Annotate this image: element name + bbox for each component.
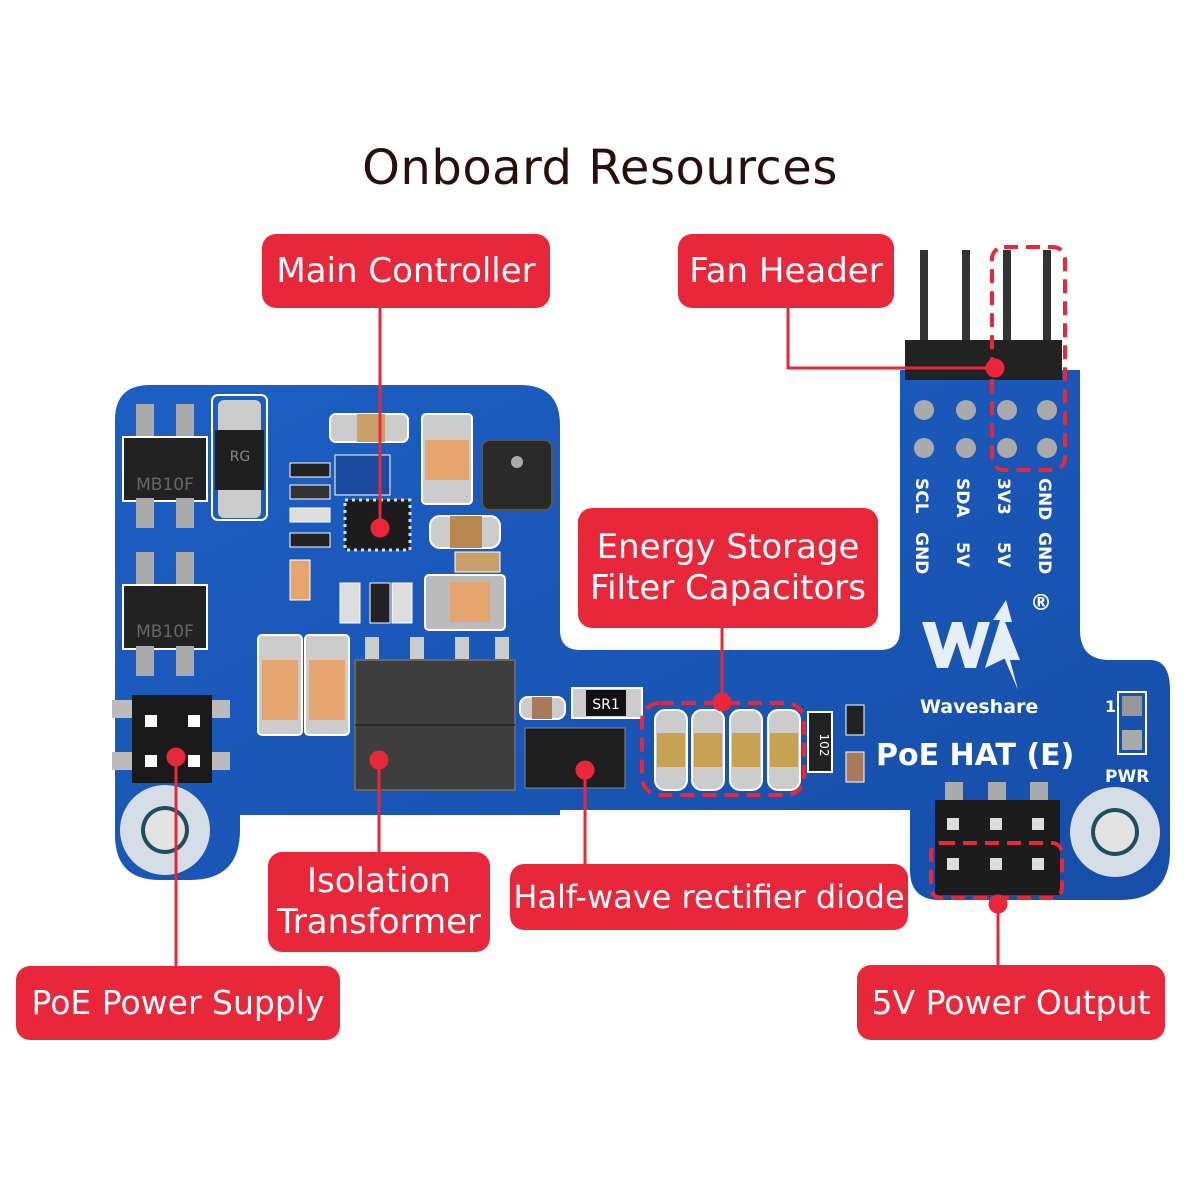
label-5v-power-output: 5V Power Output xyxy=(857,965,1165,1040)
chip-marking: MB10F xyxy=(136,622,194,642)
poe-connector xyxy=(112,695,230,783)
pointer-dot xyxy=(369,750,389,770)
rg-diode: RG xyxy=(211,394,268,521)
label-energy-storage: Energy Storage Filter Capacitors xyxy=(578,508,878,628)
label-poe-power-supply: PoE Power Supply xyxy=(16,966,340,1040)
chip-marking: SR1 xyxy=(592,697,620,713)
pin-label: 5V xyxy=(993,542,1013,568)
led-pin-label: 1 xyxy=(1105,697,1116,716)
pointer-dot xyxy=(575,760,595,780)
bridge-rectifier-1: MB10F xyxy=(122,404,208,528)
mounting-hole-right xyxy=(1070,787,1160,877)
pointer-dot xyxy=(370,518,390,538)
power-output-header xyxy=(929,782,1064,900)
pin-label: 5V xyxy=(952,542,972,568)
passives-cluster xyxy=(289,413,553,631)
pwr-label: PWR xyxy=(1105,767,1149,787)
pin-label: GND xyxy=(1034,478,1054,520)
pin-label: SCL xyxy=(911,478,931,514)
bridge-rectifier-2: MB10F xyxy=(122,552,208,676)
chip-marking: RG xyxy=(230,449,251,465)
label-line: Energy Storage xyxy=(596,527,860,568)
label-line: Isolation xyxy=(307,861,451,902)
rectifier-area: SR1 xyxy=(519,687,643,789)
brand-name: Waveshare xyxy=(920,696,1038,718)
resistor-marking: 102 xyxy=(817,734,831,757)
product-name: PoE HAT (E) xyxy=(876,738,1074,773)
chip-marking: MB10F xyxy=(136,475,194,495)
pin-label: 3V3 xyxy=(993,478,1013,515)
leader-lines xyxy=(166,308,1008,966)
pointer-dot xyxy=(988,894,1008,914)
pin-label: GND xyxy=(911,532,931,574)
label-line: Filter Capacitors xyxy=(590,568,866,608)
mounting-hole-left xyxy=(120,785,210,875)
fan-header-pins xyxy=(905,245,1067,472)
filter-capacitors: 102 xyxy=(640,701,865,797)
waveshare-logo-icon xyxy=(922,600,1020,690)
transformer-capacitors xyxy=(257,634,350,736)
pointer-dot xyxy=(712,692,732,712)
label-rectifier-diode: Half-wave rectifier diode xyxy=(510,864,908,930)
label-fan-header: Fan Header xyxy=(678,234,894,308)
pwr-led: 1 PWR xyxy=(1105,691,1149,787)
label-main-controller: Main Controller xyxy=(262,234,550,308)
isolation-transformer xyxy=(354,637,516,791)
pin-label: SDA xyxy=(952,478,972,518)
label-isolation-transformer: Isolation Transformer xyxy=(268,852,490,952)
page-title: Onboard Resources xyxy=(362,140,838,196)
pointer-dot xyxy=(166,747,186,767)
label-line: Transformer xyxy=(276,902,482,942)
pointer-dot xyxy=(985,358,1005,378)
pin-labels: SCL SDA 3V3 GND GND 5V 5V GND xyxy=(911,478,1054,574)
pin-label: GND xyxy=(1034,532,1054,574)
registered-mark: ® xyxy=(1030,591,1052,616)
